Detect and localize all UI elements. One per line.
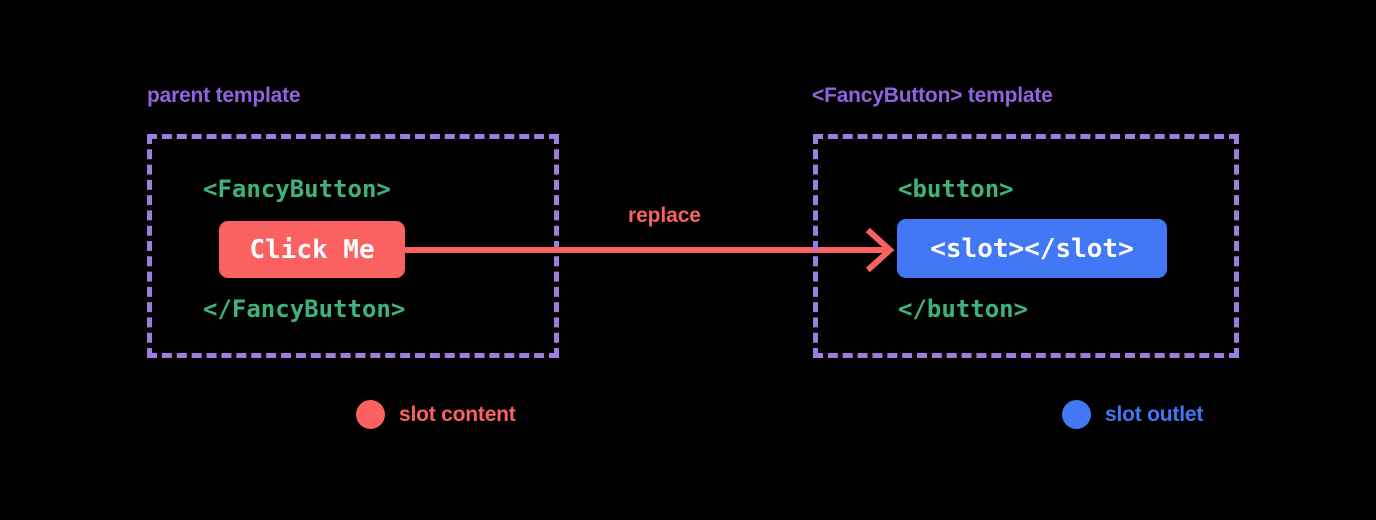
code-line-fancybutton-close: </FancyButton> xyxy=(203,295,406,323)
slot-content-chip[interactable]: Click Me xyxy=(219,221,405,278)
parent-template-label: parent template xyxy=(147,84,301,107)
red-dot-icon xyxy=(356,400,385,429)
arrow-label-replace: replace xyxy=(628,204,701,227)
arrow-icon xyxy=(404,227,895,273)
fancybutton-template-box xyxy=(813,134,1239,358)
legend-label-slot-content: slot content xyxy=(399,402,516,426)
blue-dot-icon xyxy=(1062,400,1091,429)
code-line-fancybutton-open: <FancyButton> xyxy=(203,175,391,203)
slot-outlet-chip[interactable]: <slot></slot> xyxy=(897,219,1167,278)
code-line-button-close: </button> xyxy=(898,295,1029,323)
code-line-button-open: <button> xyxy=(898,175,1014,203)
legend-item-slot-content: slot content xyxy=(356,400,516,429)
legend-item-slot-outlet: slot outlet xyxy=(1062,400,1203,429)
replace-arrow xyxy=(404,222,900,278)
legend-label-slot-outlet: slot outlet xyxy=(1105,402,1204,426)
fancybutton-template-label: <FancyButton> template xyxy=(812,84,1053,107)
parent-template-box xyxy=(147,134,559,358)
